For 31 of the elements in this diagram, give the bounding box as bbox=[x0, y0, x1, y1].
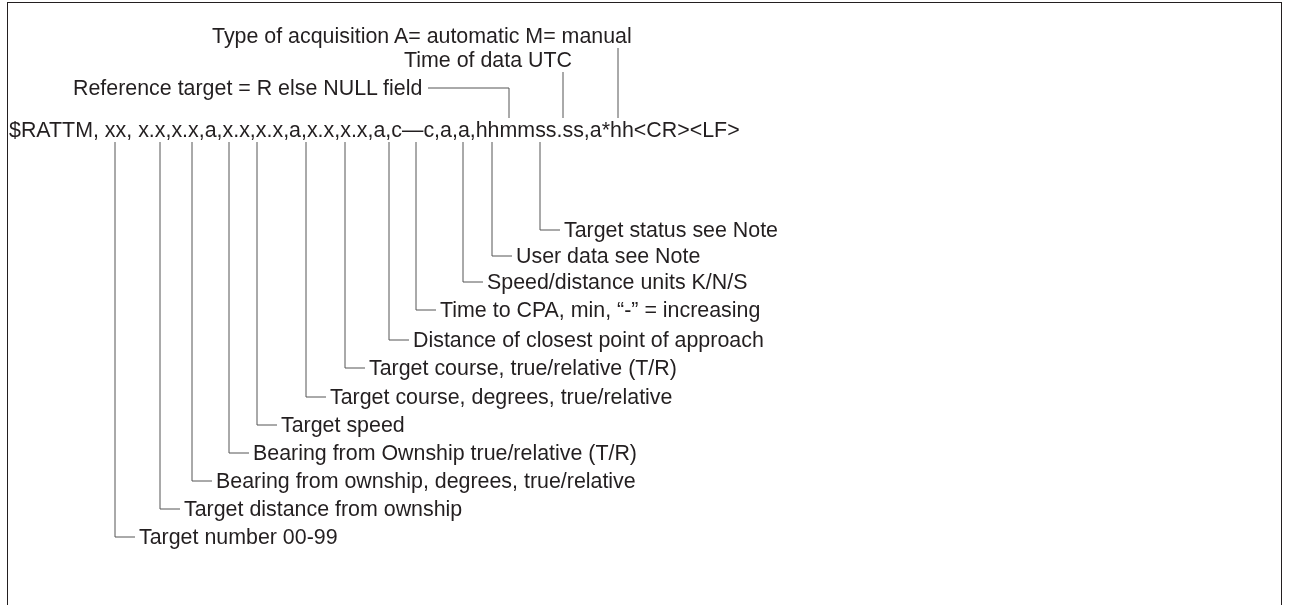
callout-text: Target course, degrees, true/relative bbox=[326, 385, 673, 409]
leader-line bbox=[415, 141, 437, 311]
callout-text: Target number 00-99 bbox=[135, 525, 338, 549]
callout-text: Bearing from ownship, degrees, true/relative bbox=[212, 469, 636, 493]
leader-line bbox=[344, 141, 366, 369]
callout-text: Bearing from Ownship true/relative (T/R) bbox=[249, 441, 637, 465]
leader-line bbox=[491, 141, 513, 257]
leader-line bbox=[159, 141, 181, 510]
leader-line bbox=[305, 141, 327, 398]
leader-line bbox=[462, 141, 484, 283]
callout-text: Time to CPA, min, “-” = increasing bbox=[436, 298, 761, 322]
callout-text: Target speed bbox=[277, 413, 405, 437]
leader-line bbox=[256, 141, 278, 426]
leader-line bbox=[427, 87, 510, 119]
leader-line bbox=[617, 47, 619, 119]
leader-line bbox=[388, 141, 410, 341]
callout-text: User data see Note bbox=[512, 244, 701, 268]
callout-text: Time of data UTC bbox=[404, 48, 572, 72]
leader-line bbox=[562, 71, 564, 119]
callout-text: Speed/distance units K/N/S bbox=[483, 270, 748, 294]
leader-line bbox=[191, 141, 213, 482]
callout-text: Target status see Note bbox=[560, 218, 779, 242]
leader-line bbox=[114, 141, 136, 538]
leader-line bbox=[228, 141, 250, 454]
callout-text: Reference target = R else NULL field bbox=[73, 76, 429, 100]
leader-line bbox=[539, 141, 561, 231]
callout-text: Target distance from ownship bbox=[180, 497, 463, 521]
callout-text: Distance of closest point of approach bbox=[409, 328, 764, 352]
sentence-format-text: $RATTM, xx, x.x,x.x,a,x.x,x.x,a,x.x,x.x,a,c—c,a,a,hhmmss.ss,a*hh<CR><LF> bbox=[9, 118, 740, 142]
callout-text: Target course, true/relative (T/R) bbox=[365, 356, 677, 380]
callout-text: Type of acquisition A= automatic M= manual bbox=[212, 24, 632, 48]
